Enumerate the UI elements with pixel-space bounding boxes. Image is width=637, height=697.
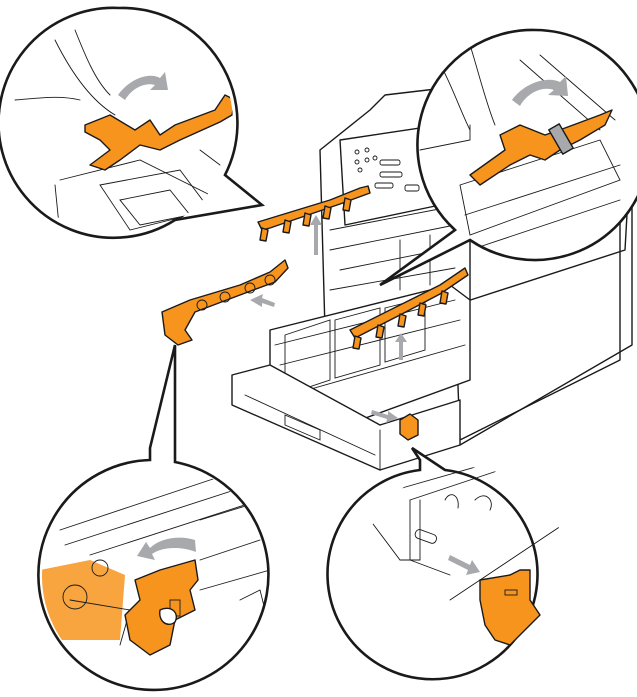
- shipping-part-removed-left: [161, 259, 289, 346]
- pin: [414, 529, 438, 544]
- up-arrow-icon: [395, 333, 407, 360]
- right-arrow-icon: [371, 410, 398, 423]
- shipping-part-removed-top: [257, 185, 371, 242]
- rotate-arrow-icon: [512, 76, 568, 106]
- side-clip-part: [399, 413, 419, 441]
- toner-smudge: [42, 560, 125, 640]
- pull-arrow-icon: [448, 555, 480, 575]
- drawer-tray: [231, 364, 461, 471]
- motion-arrows: [250, 215, 407, 423]
- rotate-arrow-icon: [137, 537, 196, 560]
- callout-top-left: [0, 6, 266, 240]
- finger: [159, 607, 177, 626]
- shipping-part-installed: [349, 267, 469, 350]
- left-arrow-icon: [250, 294, 275, 307]
- callout-bottom-left: [37, 344, 270, 692]
- control-panel-buttons: [354, 147, 420, 192]
- rotate-arrow-icon: [118, 72, 168, 100]
- up-arrow-icon: [310, 215, 322, 255]
- callout-bottom-right: [326, 446, 568, 681]
